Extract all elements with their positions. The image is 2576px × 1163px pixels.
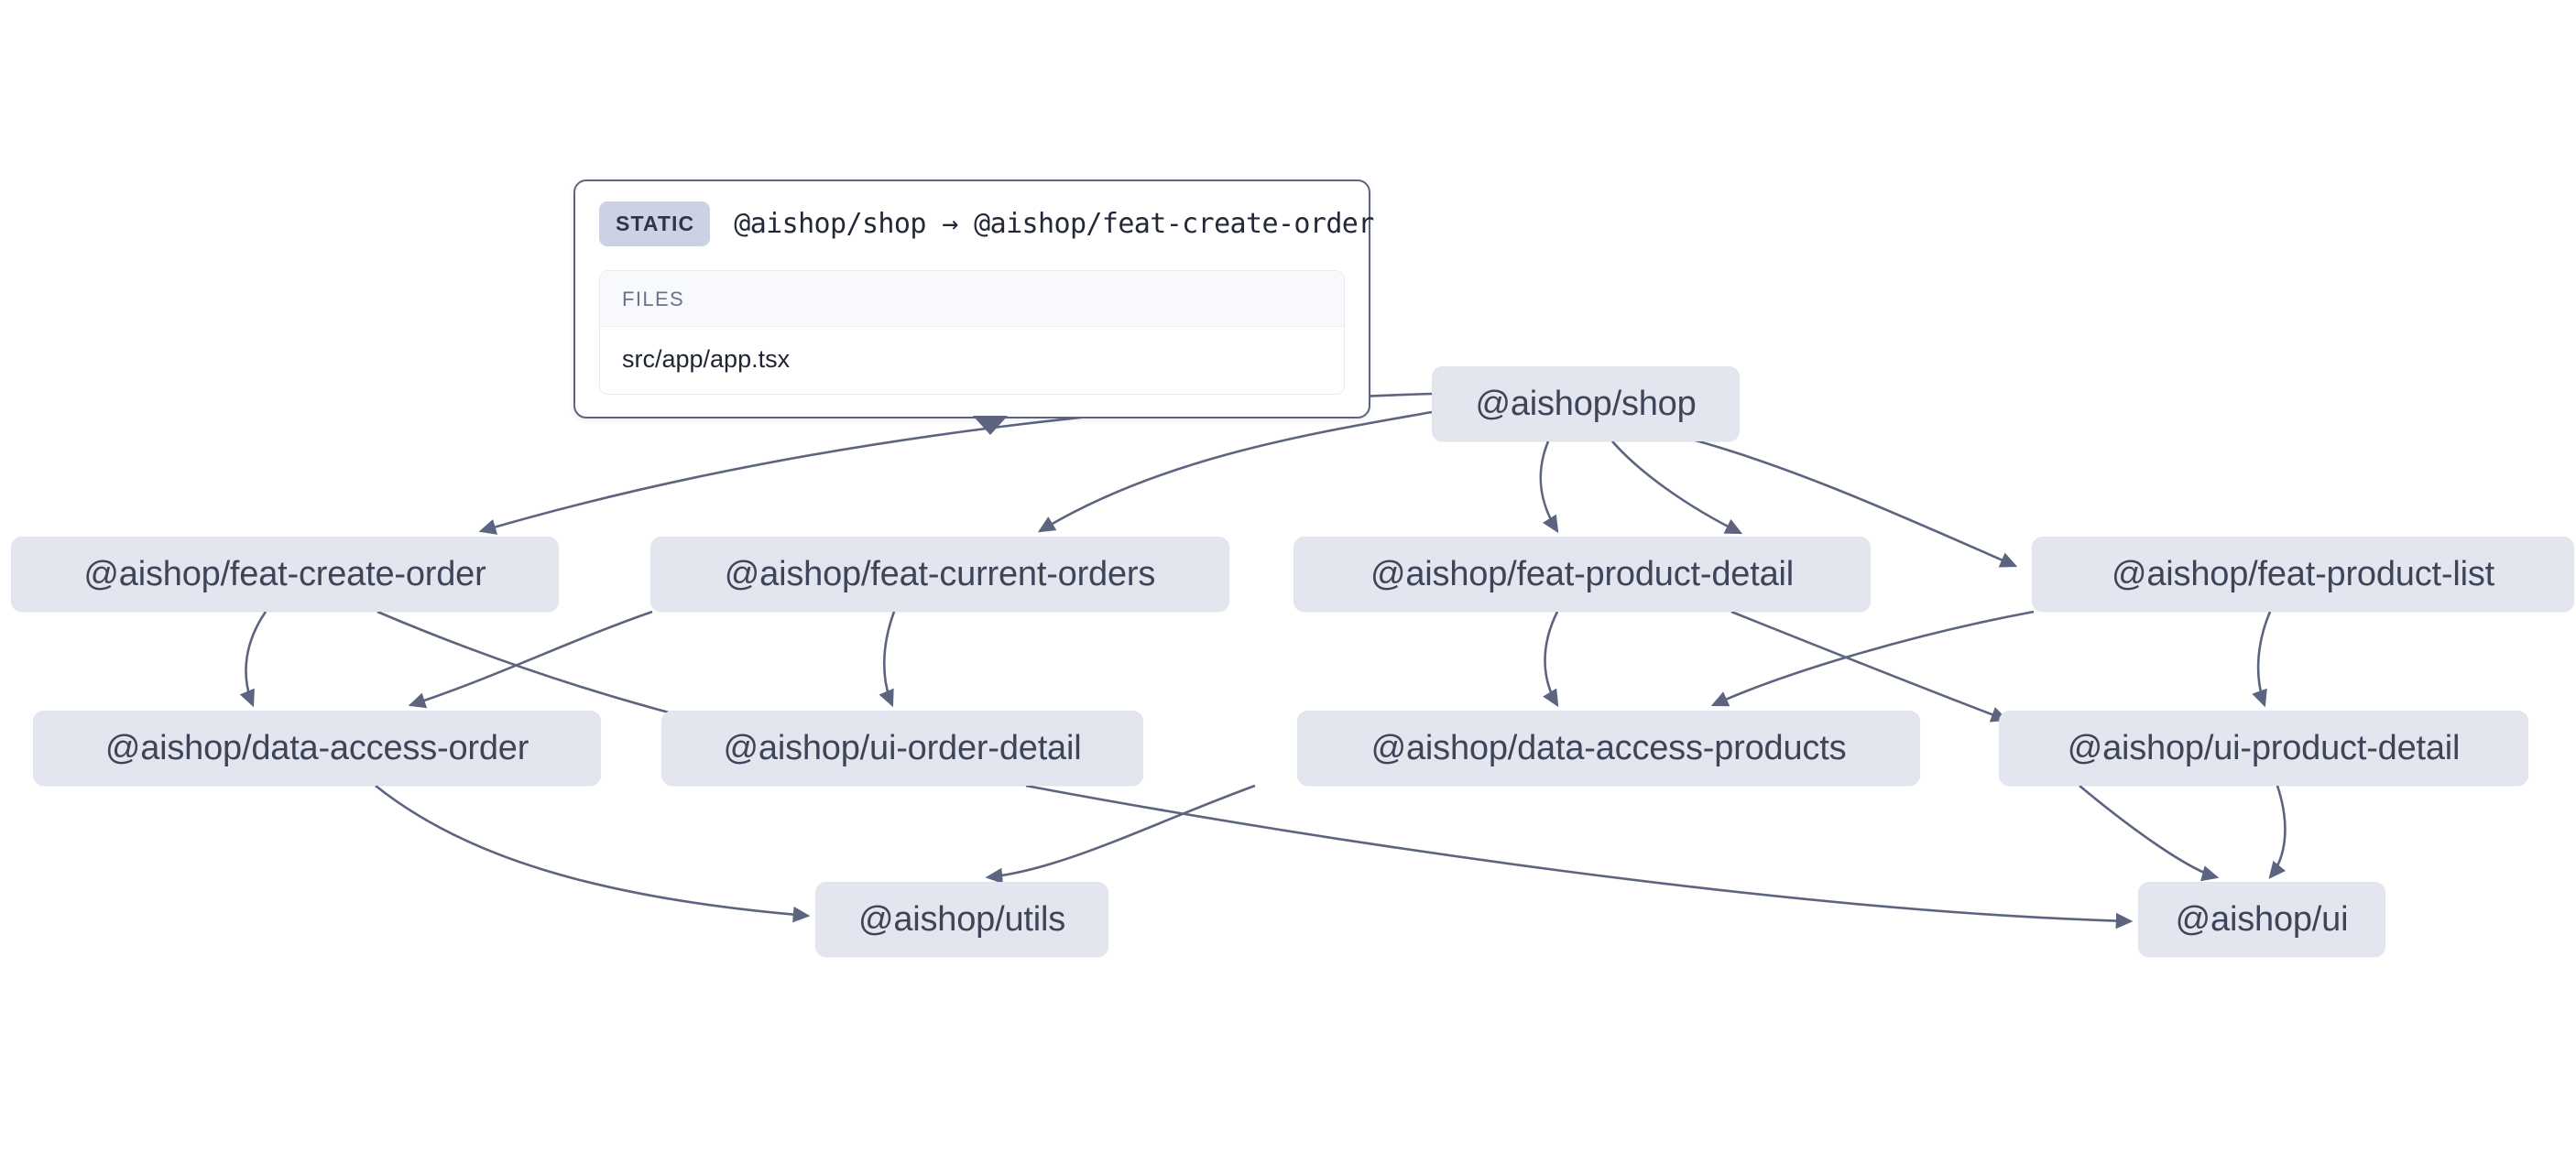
graph-node-feat-product-detail[interactable]: @aishop/feat-product-detail [1293, 537, 1871, 612]
graph-node-label: @aishop/ui [2175, 900, 2349, 939]
tooltip-pointer-arrow [973, 416, 1008, 435]
tooltip-title: @aishop/shop → @aishop/feat-create-order [734, 208, 1374, 240]
graph-node-label: @aishop/ui-product-detail [2067, 729, 2461, 767]
graph-node-feat-create-order[interactable]: @aishop/feat-create-order [11, 537, 559, 612]
graph-node-label: @aishop/shop [1475, 385, 1697, 423]
edge-shop-to-feat-current-orders [1037, 410, 1433, 533]
tooltip-file-item[interactable]: src/app/app.tsx [622, 345, 791, 373]
graph-node-feat-current-orders[interactable]: @aishop/feat-current-orders [650, 537, 1229, 612]
graph-node-label: @aishop/feat-create-order [83, 555, 486, 593]
graph-node-data-access-order[interactable]: @aishop/data-access-order [33, 711, 601, 786]
tooltip-files-header: FILES [600, 271, 1344, 327]
graph-node-label: @aishop/utils [857, 900, 1066, 939]
edge-ui-product-detail-to-ui [2079, 785, 2220, 882]
edge-feat-create-order-to-ui-order-detail [377, 610, 714, 728]
edge-detail-tooltip[interactable]: STATIC @aishop/shop → @aishop/feat-creat… [573, 179, 1374, 435]
edge-feat-current-orders-to-data-access-order [408, 610, 653, 709]
graph-node-label: @aishop/feat-product-list [2112, 555, 2494, 593]
graph-node-label: @aishop/feat-product-detail [1370, 555, 1794, 593]
edge-ui-order-detail-to-ui [1025, 784, 2134, 929]
graph-node-data-access-products[interactable]: @aishop/data-access-products [1297, 711, 1920, 786]
edge-shop-to-feat-product-detail [1539, 440, 1559, 534]
edge-feat-product-list-to-data-access-products [1710, 610, 2035, 707]
edge-feat-product-list-to-ui-product-detail [2252, 611, 2272, 708]
edge-data-access-products-to-utils [985, 784, 1256, 885]
graph-node-label: @aishop/feat-current-orders [724, 555, 1156, 593]
tooltip-files-panel: FILES src/app/app.tsx [599, 270, 1345, 395]
edge-feat-current-orders-to-ui-order-detail [879, 611, 896, 708]
dependency-type-badge: STATIC [599, 201, 711, 246]
edge-ui-product-detail-to-ui-2 [2268, 785, 2287, 879]
graph-node-label: @aishop/data-access-order [104, 729, 529, 767]
edge-data-access-order-to-utils [375, 784, 811, 923]
edge-feat-create-order-to-data-access-order [239, 611, 267, 708]
graph-node-label: @aishop/ui-order-detail [723, 729, 1082, 767]
edge-feat-product-detail-to-data-access-products [1543, 611, 1559, 708]
graph-node-ui[interactable]: @aishop/ui [2138, 882, 2385, 957]
edge-shop-to-feat-product-detail-2 [1611, 440, 1743, 535]
graph-node-ui-order-detail[interactable]: @aishop/ui-order-detail [661, 711, 1143, 786]
edge-feat-product-detail-to-ui-product-detail [1730, 610, 2009, 723]
graph-node-ui-product-detail[interactable]: @aishop/ui-product-detail [1999, 711, 2528, 786]
tooltip-header: STATIC @aishop/shop → @aishop/feat-creat… [599, 201, 1374, 246]
graph-node-shop[interactable]: @aishop/shop [1432, 366, 1740, 441]
graph-node-label: @aishop/data-access-products [1370, 729, 1847, 767]
graph-node-feat-product-list[interactable]: @aishop/feat-product-list [2032, 537, 2574, 612]
graph-node-utils[interactable]: @aishop/utils [815, 882, 1108, 957]
